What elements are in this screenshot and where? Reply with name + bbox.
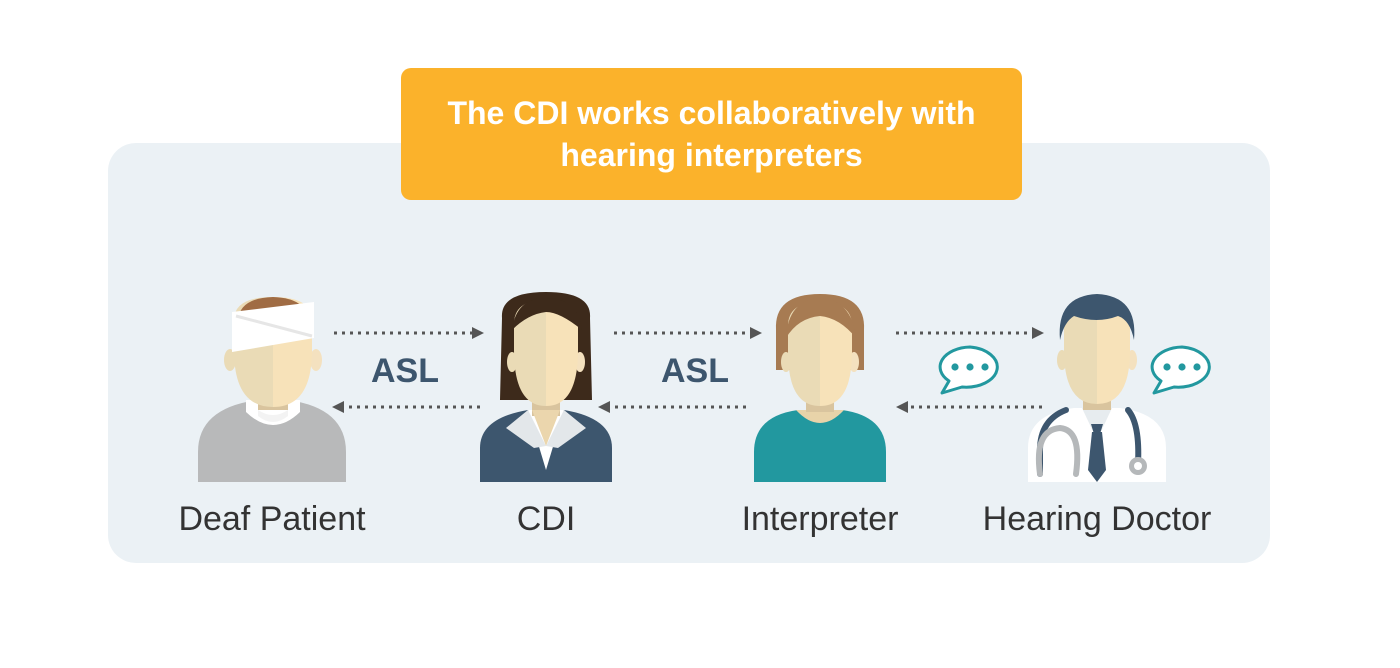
banner-line-1: The CDI works collaboratively with — [447, 95, 976, 131]
speech-bubble-icon — [938, 345, 999, 395]
person-label-hearing-doctor: Hearing Doctor — [982, 500, 1212, 538]
person-label-cdi: CDI — [516, 500, 576, 538]
hearing-doctor-avatar — [1028, 294, 1166, 482]
link-label-patient-cdi: ASL — [371, 352, 439, 390]
person-label-interpreter: Interpreter — [741, 500, 899, 538]
person-label-deaf-patient: Deaf Patient — [178, 500, 366, 538]
deaf-patient-avatar — [198, 297, 346, 482]
speech-bubble-icon — [1150, 345, 1211, 395]
link-label-cdi-interpreter: ASL — [661, 352, 729, 390]
banner-line-2: hearing interpreters — [560, 137, 863, 173]
cdi-avatar — [480, 292, 612, 482]
interpreter-avatar — [754, 294, 886, 482]
title-banner: The CDI works collaboratively with heari… — [401, 68, 1022, 200]
